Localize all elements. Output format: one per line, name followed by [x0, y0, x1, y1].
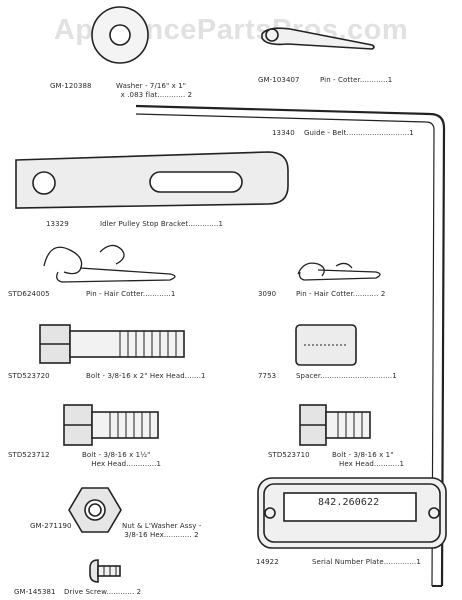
bolt-2in-drawing — [39, 324, 185, 364]
part-number-cotter: GM-103407 — [258, 76, 300, 84]
drive-screw-drawing — [89, 559, 121, 583]
part-number-hair1: STD624005 — [8, 290, 50, 298]
spacer-drawing — [295, 324, 357, 366]
part-number-hair2: 3090 — [258, 290, 277, 298]
belt-guide-drawing — [135, 104, 446, 587]
part-desc-plate: Serial Number Plate..............1 — [312, 558, 421, 566]
part-desc-guide: Guide - Belt...........................1 — [304, 129, 414, 137]
serial-plate-number: 842.260622 — [318, 497, 380, 508]
part-desc-hair2: Pin - Hair Cotter........... 2 — [296, 290, 386, 298]
part-desc-hair1: Pin - Hair Cotter............1 — [86, 290, 176, 298]
part-desc-bolt1: Bolt - 3/8-16 x 2" Hex Head.......1 — [86, 372, 206, 380]
part-desc-bolt2: Bolt - 3/8-16 x 1½" Hex Head............… — [82, 451, 161, 468]
part-number-bracket: 13329 — [46, 220, 69, 228]
bolt-1in-drawing — [299, 404, 371, 446]
part-number-nut: GM-271190 — [30, 522, 72, 530]
washer-drawing — [91, 6, 149, 64]
part-desc-washer: Washer - 7/16" x 1" x .083 flat.........… — [116, 82, 193, 99]
part-desc-bracket: Idler Pulley Stop Bracket.............1 — [100, 220, 224, 228]
part-number-spacer: 7753 — [258, 372, 277, 380]
part-number-plate: 14922 — [256, 558, 279, 566]
part-desc-bolt3: Bolt - 3/8-16 x 1" Hex Head...........1 — [332, 451, 405, 468]
part-number-screw: GM-145381 — [14, 588, 56, 596]
part-desc-cotter: Pin - Cotter............1 — [320, 76, 393, 84]
part-desc-screw: Drive Screw............ 2 — [64, 588, 142, 596]
part-number-bolt2: STD523712 — [8, 451, 50, 459]
hair-pin-1-drawing — [43, 244, 176, 283]
hair-pin-2-drawing — [297, 262, 381, 281]
part-number-guide: 13340 — [272, 129, 295, 137]
bolt-1-5in-drawing — [63, 404, 159, 446]
part-number-washer: GM-120388 — [50, 82, 92, 90]
part-number-bolt1: STD523720 — [8, 372, 50, 380]
hex-nut-drawing — [68, 487, 122, 533]
bracket-drawing — [15, 151, 289, 209]
part-number-bolt3: STD523710 — [268, 451, 310, 459]
part-desc-spacer: Spacer...............................1 — [296, 372, 397, 380]
cotter-pin-drawing — [261, 27, 375, 50]
serial-plate-drawing — [257, 477, 447, 549]
part-desc-nut: Nut & L'Washer Assy - 3/8-16 Hex........… — [122, 522, 202, 539]
